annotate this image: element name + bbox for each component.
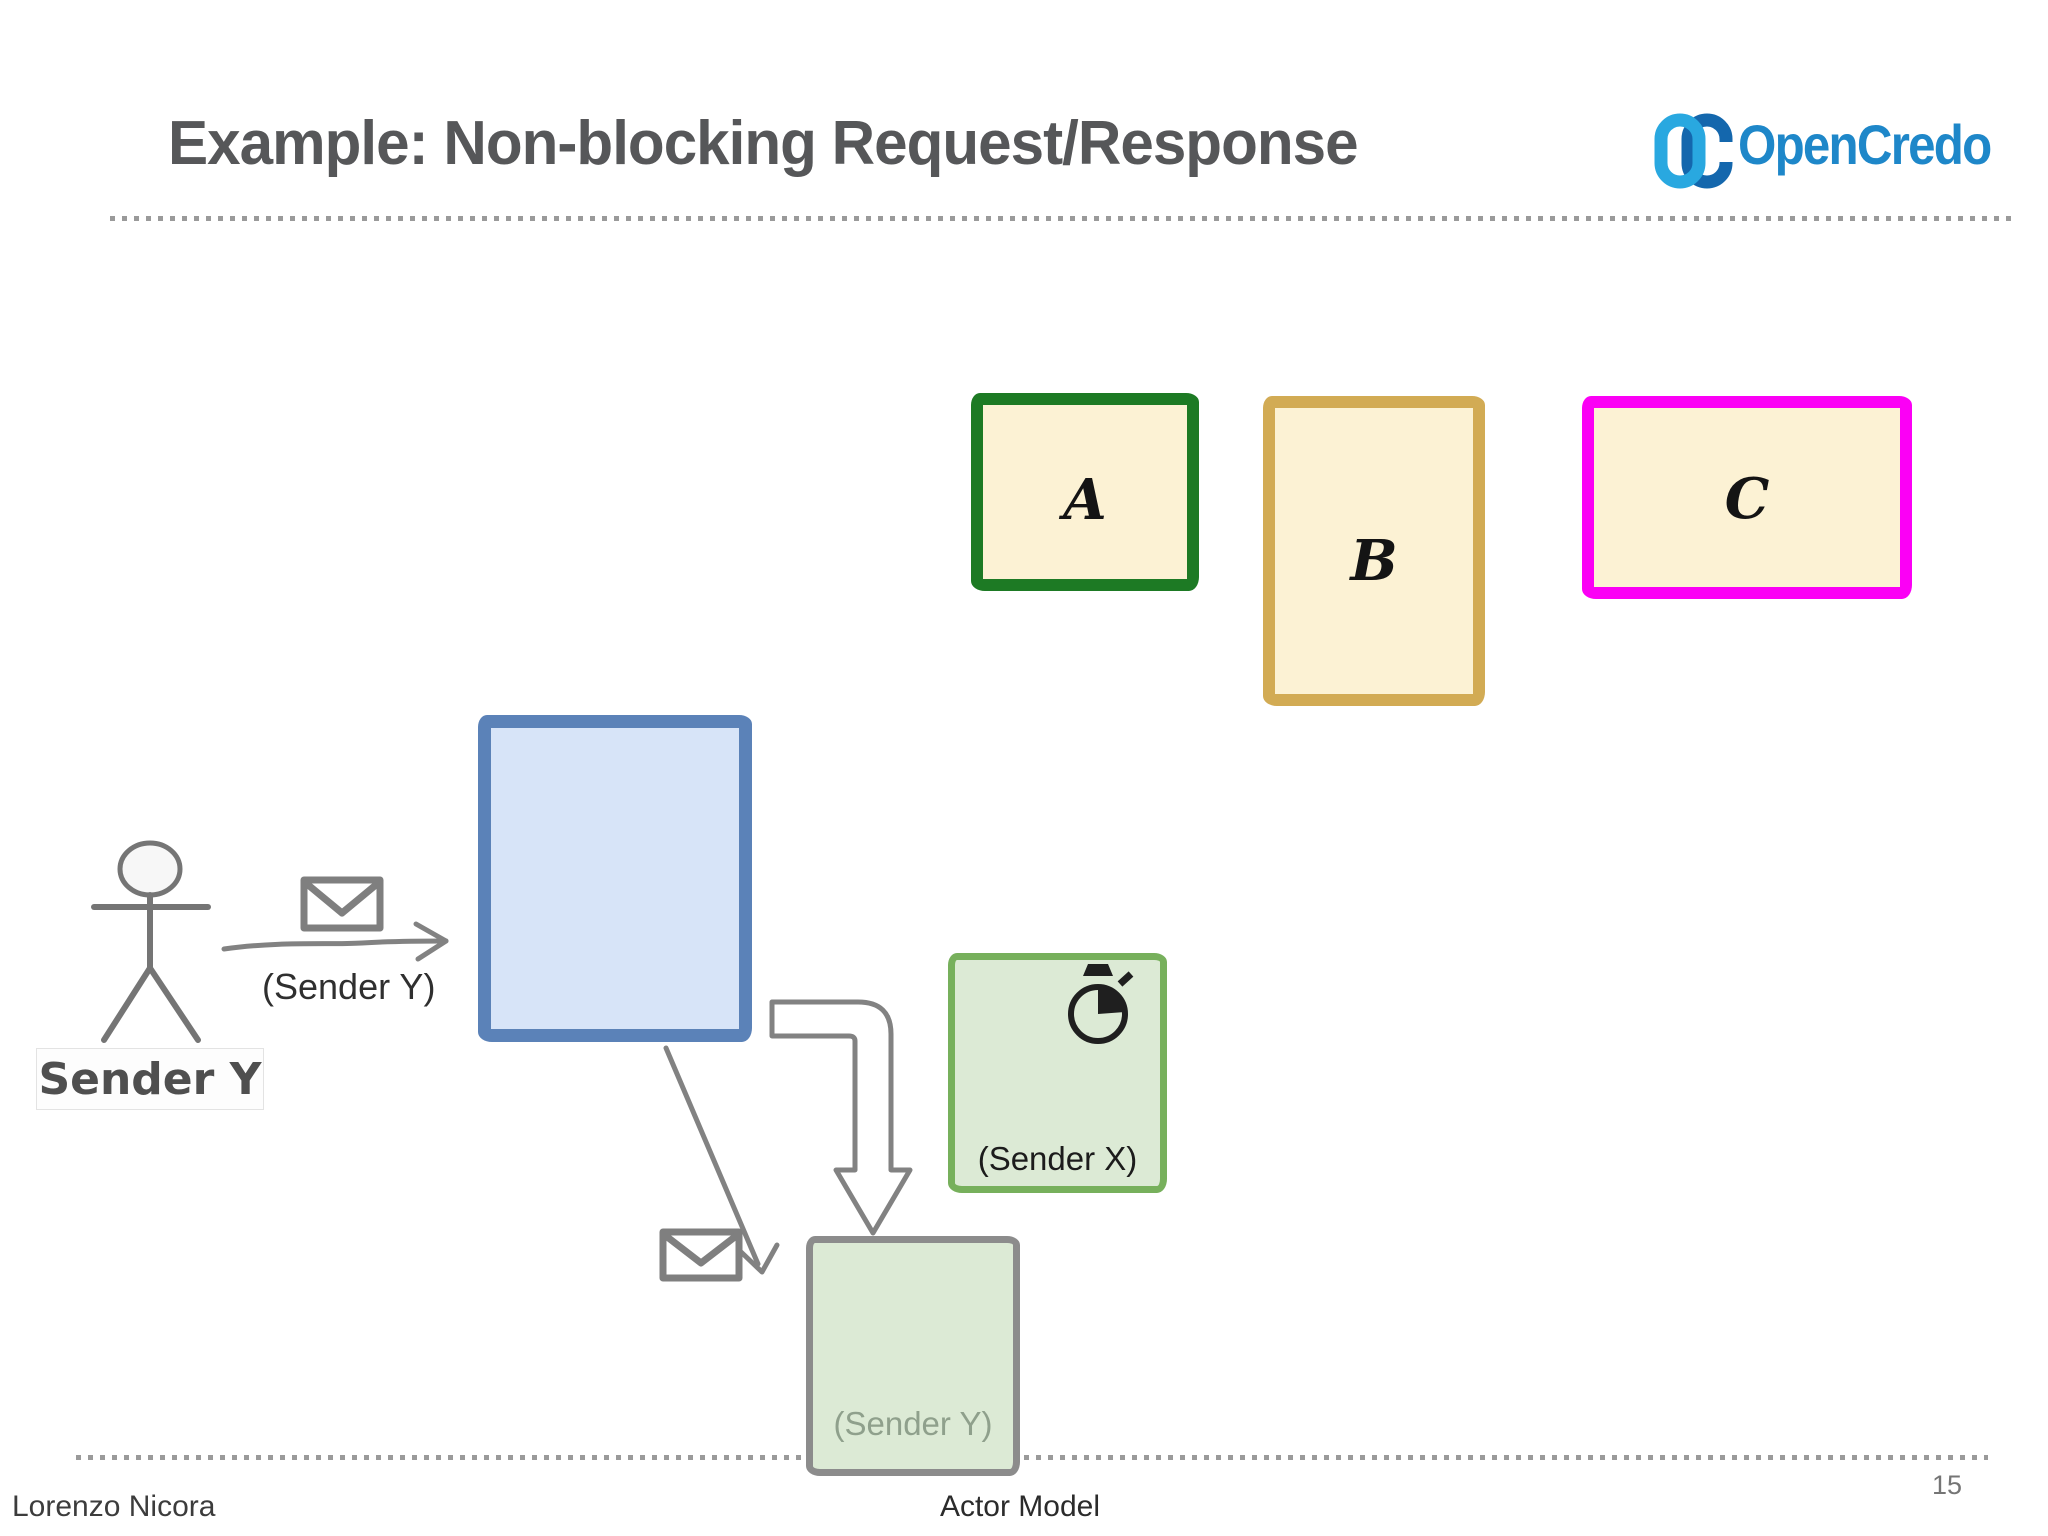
opencredo-wordmark: OpenCredo xyxy=(1738,113,1992,176)
worker-actor-box-label: (Sender X) xyxy=(977,1140,1138,1177)
worker-actor-box: (Sender X) xyxy=(948,953,1167,1193)
actor-box-b: B xyxy=(1263,396,1485,706)
actor-box-a: A xyxy=(971,393,1199,591)
footer-deck-title: Actor Model xyxy=(939,1490,1101,1523)
stopwatch-icon xyxy=(1068,964,1134,1044)
page-number: 15 xyxy=(1932,1470,1963,1500)
request-arrow-label: (Sender Y) xyxy=(262,966,436,1007)
opencredo-logo: OpenCredo xyxy=(1652,104,2000,196)
footer-divider xyxy=(76,1455,1988,1460)
reply-arrow xyxy=(663,1045,780,1275)
actor-box-c: C xyxy=(1582,396,1912,599)
main-actor-box xyxy=(478,715,752,1042)
hollow-arrow xyxy=(769,999,913,1236)
actor-box-b-label: B xyxy=(1350,528,1398,594)
sender-actor-caption: Sender Y xyxy=(36,1048,264,1110)
actor-box-a-label: A xyxy=(1063,467,1107,533)
reply-actor-box: (Sender Y) xyxy=(806,1236,1020,1476)
request-arrow xyxy=(221,921,449,962)
footer-author: Lorenzo Nicora xyxy=(12,1490,216,1523)
header-divider xyxy=(110,216,2016,221)
reply-actor-box-label: (Sender Y) xyxy=(833,1405,993,1442)
envelope-icon xyxy=(300,876,384,932)
envelope-icon xyxy=(659,1228,743,1282)
opencredo-monogram-icon xyxy=(1654,113,1734,189)
actor-box-c-label: C xyxy=(1724,466,1770,532)
stick-figure-icon xyxy=(91,840,211,1043)
page-title: Example: Non-blocking Request/Response xyxy=(168,109,1359,178)
